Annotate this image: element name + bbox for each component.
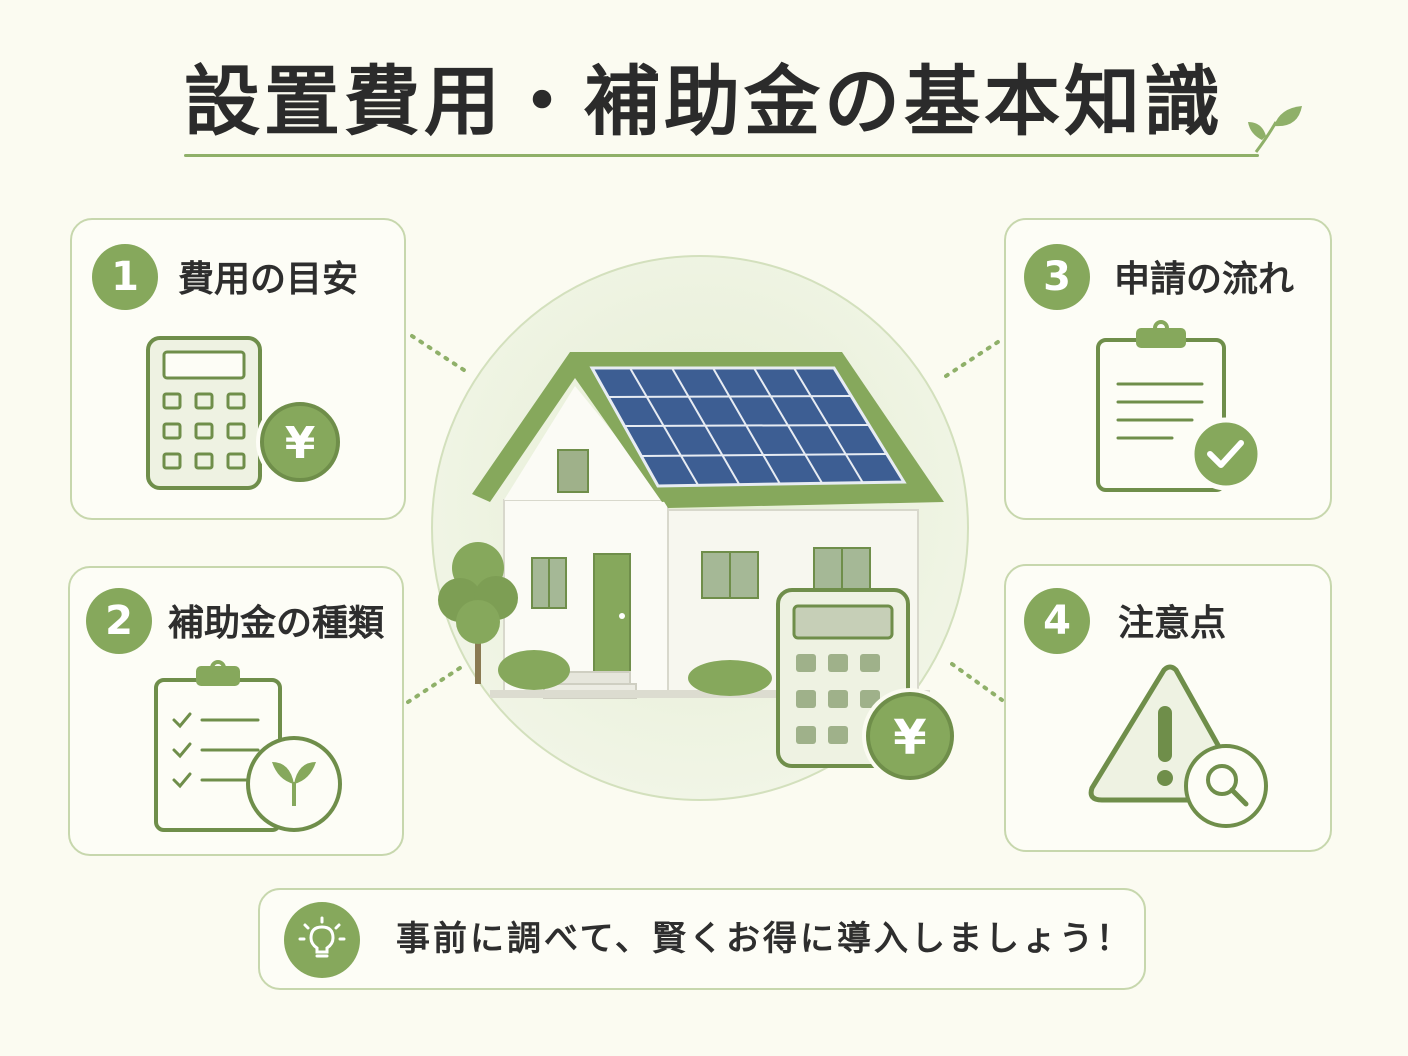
card-cost-estimate: 1 費用の目安 ¥ <box>70 218 406 520</box>
solar-house-icon: ¥ <box>431 255 969 801</box>
card-precautions: 4 注意点 <box>1004 564 1332 852</box>
card-title-application-flow: 申請の流れ <box>1114 259 1295 300</box>
checklist-sprout-icon <box>154 660 342 832</box>
step-badge-2: 2 <box>86 588 152 654</box>
card-title-cost-estimate: 費用の目安 <box>178 259 359 300</box>
title-underline <box>184 154 1259 157</box>
yen-symbol: ¥ <box>893 710 926 766</box>
card-title-precautions: 注意点 <box>1118 603 1227 644</box>
svg-text:¥: ¥ <box>285 418 316 469</box>
connector-3 <box>944 336 1006 378</box>
tip-text: 事前に調べて、賢くお得に導入しましょう！ <box>396 919 1133 959</box>
card-subsidy-types: 2 補助金の種類 <box>68 566 404 856</box>
step-badge-4: 4 <box>1024 588 1090 654</box>
page-title: 設置費用・補助金の基本知識 <box>184 57 1224 146</box>
tip-banner: 事前に調べて、賢くお得に導入しましょう！ <box>258 888 1146 990</box>
card-title-subsidy-types: 補助金の種類 <box>168 603 385 644</box>
step-badge-1: 1 <box>92 244 158 310</box>
connector-1 <box>410 334 472 376</box>
connector-2 <box>406 662 468 704</box>
warning-magnifier-icon <box>1088 664 1268 828</box>
connector-4 <box>950 662 1004 702</box>
leaf-icon <box>1248 106 1302 153</box>
calculator-yen-icon: ¥ <box>146 336 344 490</box>
card-application-flow: 3 申請の流れ <box>1004 218 1332 520</box>
clipboard-check-icon <box>1096 320 1263 492</box>
lightbulb-icon <box>284 902 360 978</box>
step-badge-3: 3 <box>1024 244 1090 310</box>
center-illustration: ¥ <box>430 250 970 850</box>
